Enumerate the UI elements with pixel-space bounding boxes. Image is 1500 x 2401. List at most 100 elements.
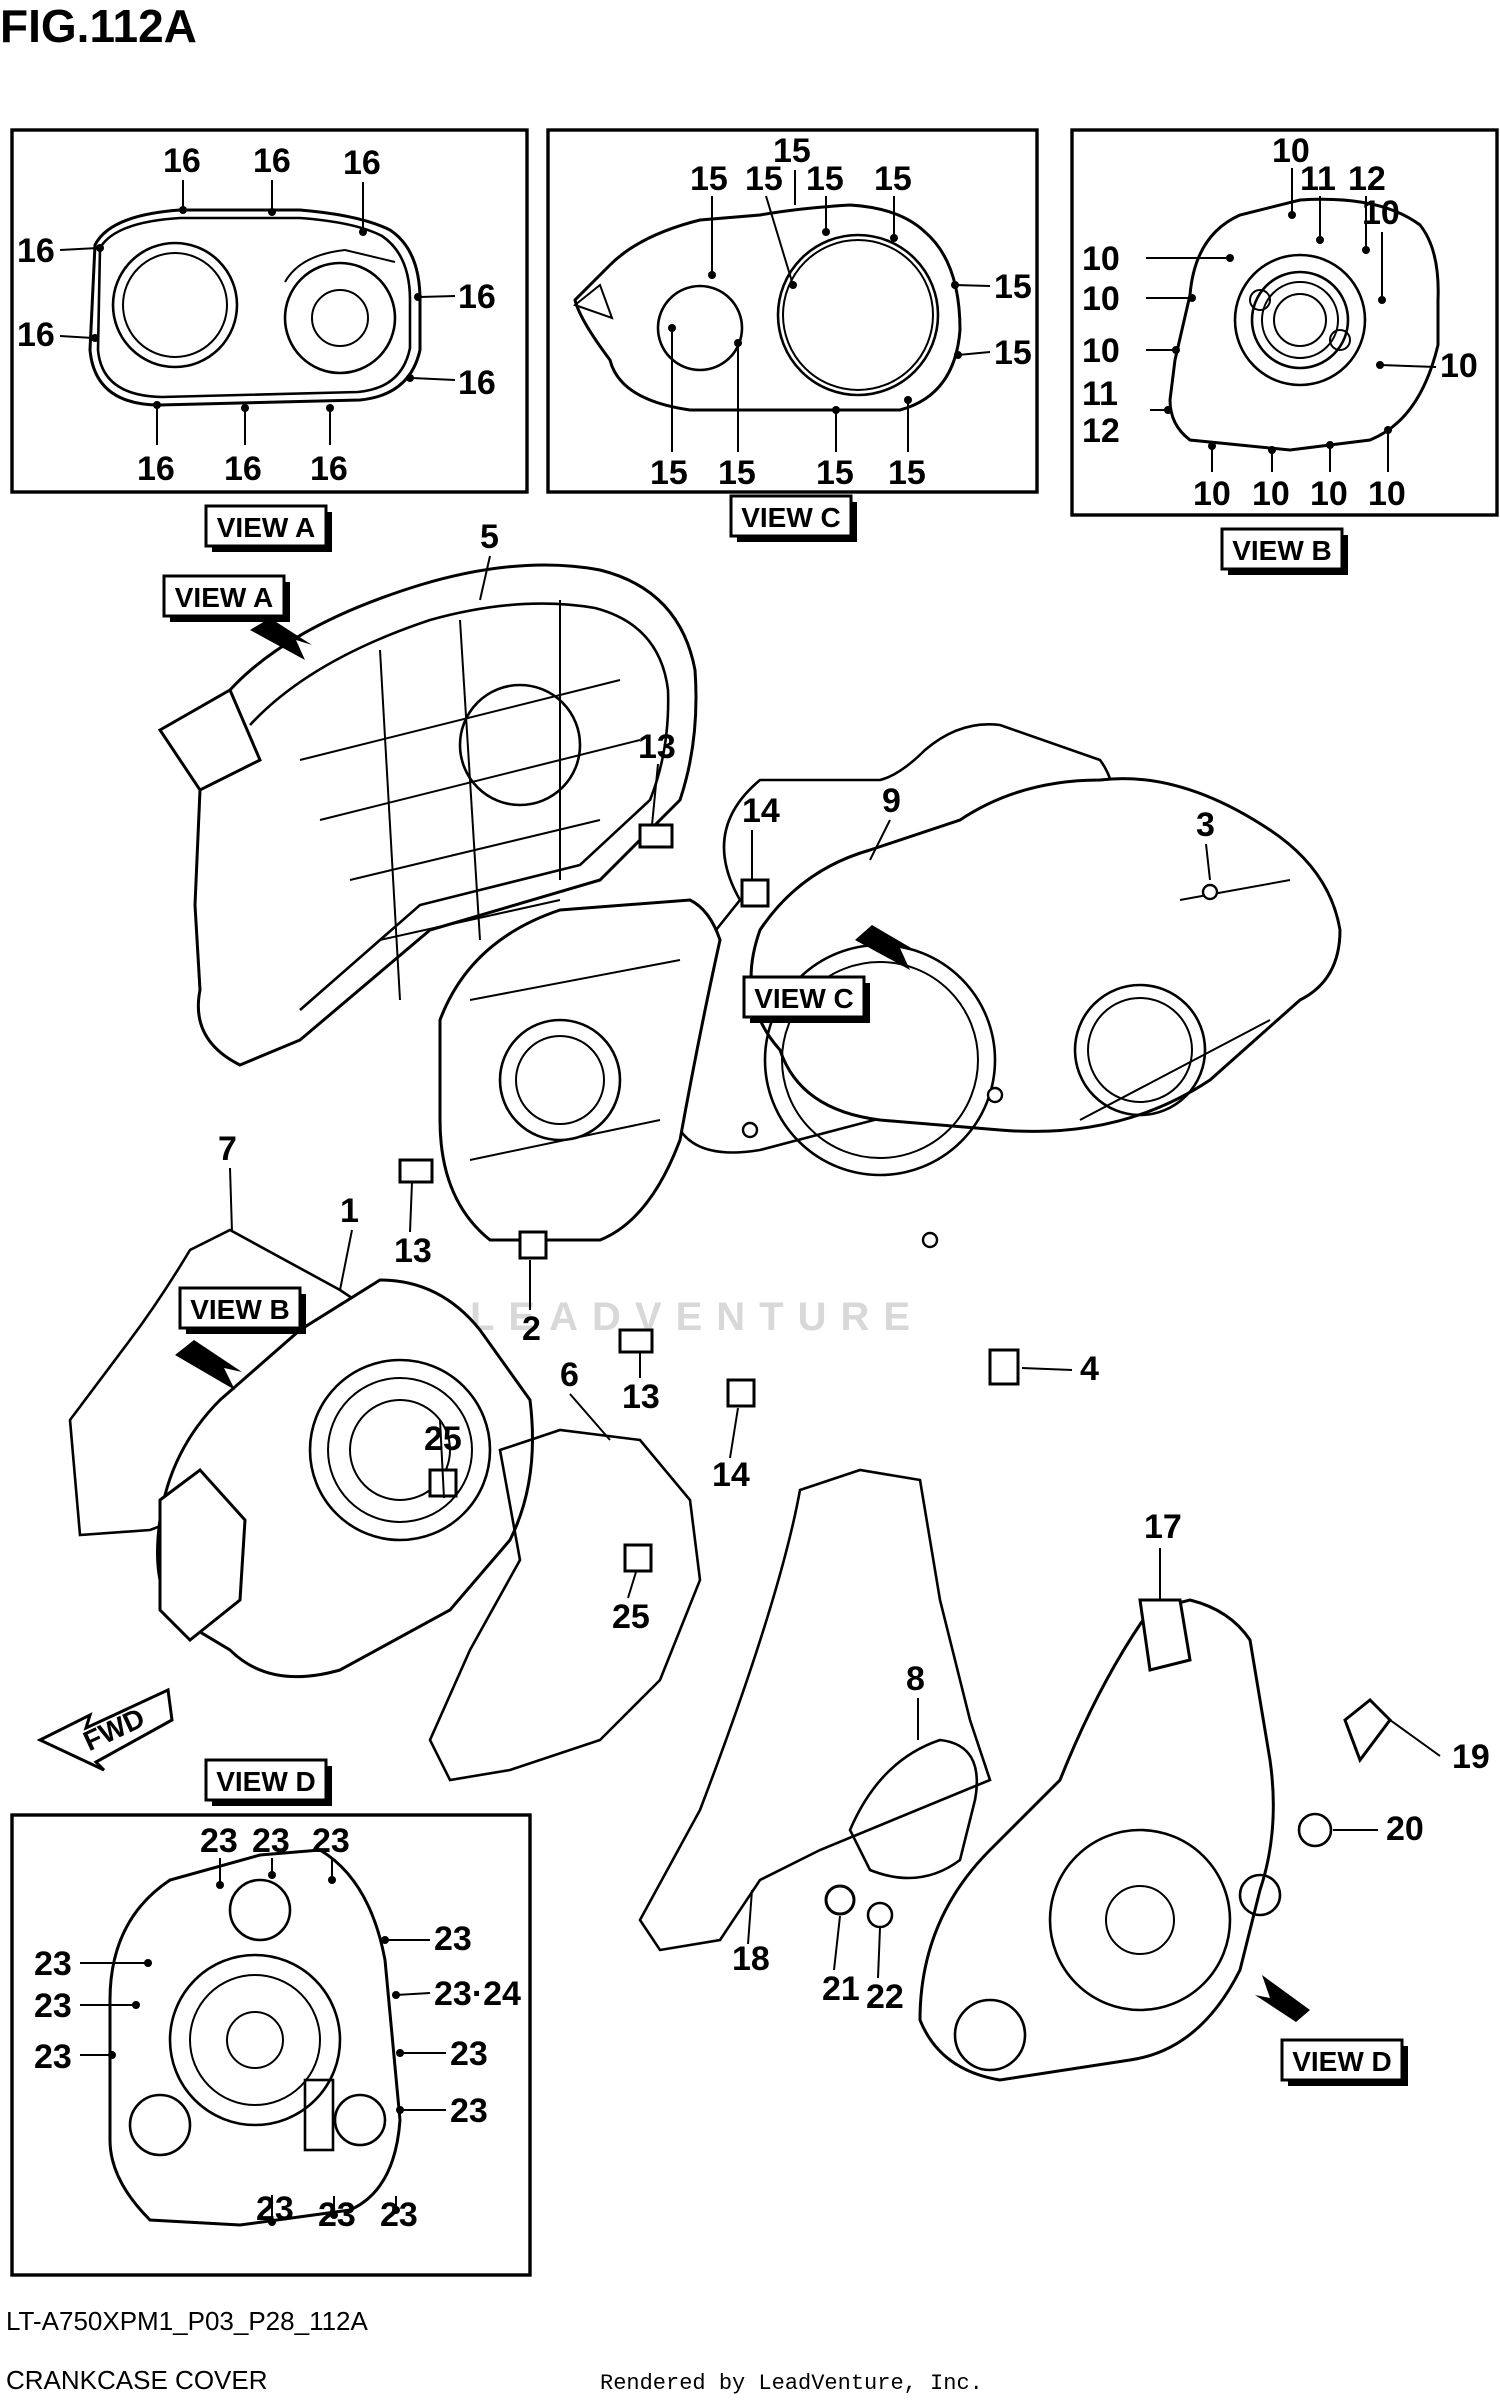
callout-23: 23 [34,1987,72,2025]
part-17-cover [918,1598,1282,2082]
view-c-callouts: 15 15 15 15 15 15 15 15 15 15 15 [650,132,1032,492]
callout-23: 23 [450,2092,488,2130]
o-ring-20 [1297,1812,1333,1848]
view-b-callouts: 10 11 12 10 10 10 10 11 12 10 10 10 10 1… [1082,132,1478,513]
part-8-gasket-ring [848,1738,979,1880]
part-1-magneto-cover [156,1278,534,1679]
callout-22: 22 [866,1978,904,2016]
svg-text:VIEW C: VIEW C [754,983,854,1014]
callout-9: 9 [882,782,901,820]
callout-11: 11 [1300,160,1336,198]
callout-5: 5 [480,518,499,556]
cap-19 [1343,1697,1392,1764]
view-b-arrow-tag: VIEW B [175,1286,306,1390]
view-a-panel [10,128,529,494]
callout-16: 16 [163,142,201,180]
svg-text:VIEW A: VIEW A [175,582,274,613]
callout-23: 23 [200,1822,238,1860]
view-a-holes [91,206,422,412]
callout-12: 12 [1082,412,1120,450]
fwd-arrow-icon: FWD [36,1687,174,1772]
bolt-13-middle [398,1158,434,1184]
callout-19: 19 [1452,1738,1490,1776]
callout-23: 23 [252,1822,290,1860]
callout-15: 15 [690,160,728,198]
svg-text:VIEW A: VIEW A [217,512,316,543]
callout-10: 10 [1082,240,1120,278]
callout-14: 14 [742,792,780,830]
callout-7: 7 [218,1130,237,1168]
callout-2: 2 [522,1310,541,1348]
inner-housing [438,898,722,1242]
callout-10: 10 [1310,475,1348,513]
part-5-outer-cover [157,563,698,1067]
view-b-cover-drawing [1168,197,1440,452]
o-ring-22 [866,1901,894,1929]
callout-10: 10 [1362,194,1400,232]
callout-10: 10 [1193,475,1231,513]
view-d-callouts: 23 23 23 23 23 23 23·24 23 23 23 23 23 2… [34,1822,521,2234]
callout-23: 23 [34,2038,72,2076]
view-a-tag-top: VIEW A [204,504,332,552]
section-name: CRANKCASE COVER [6,2365,268,2395]
callout-16: 16 [310,450,348,488]
figure-title: FIG.112A [0,0,197,52]
dowel-25-lower [623,1543,653,1573]
view-c-arrow-tag: VIEW C [742,925,918,1023]
callout-13: 13 [394,1232,432,1270]
callout-6: 6 [560,1356,579,1394]
callout-12: 12 [1348,160,1386,198]
view-c-panel [546,128,1039,494]
callout-15: 15 [650,454,688,492]
view-b-tag-top: VIEW B [1220,527,1348,575]
callout-16: 16 [253,142,291,180]
small-parts [398,823,1392,1929]
view-c-tag-top: VIEW C [729,494,857,542]
view-a-cover-drawing [88,208,422,407]
callout-10: 10 [1272,132,1310,170]
view-d-tag-top: VIEW D [204,1758,332,1806]
dowel-14-lower [726,1378,756,1408]
view-d-panel [10,1813,532,2277]
plug-21 [824,1884,856,1916]
svg-text:VIEW B: VIEW B [1232,535,1332,566]
plug-4 [988,1348,1020,1386]
callout-23: 23 [34,1945,72,1983]
callout-18: 18 [732,1940,770,1978]
callout-15: 15 [745,160,783,198]
callout-10: 10 [1082,280,1120,318]
callout-15: 15 [888,454,926,492]
callout-10: 10 [1368,475,1406,513]
callout-16: 16 [458,278,496,316]
rendered-by: Rendered by LeadVenture, Inc. [600,2371,983,2396]
bolt-13-lower [618,1328,654,1354]
callout-10: 10 [1252,475,1290,513]
view-d-cover-drawing [108,1848,402,2227]
part-18-gasket [638,1468,992,1952]
callout-8: 8 [906,1660,925,1698]
callout-20: 20 [1386,1810,1424,1848]
watermark: LEADVENTURE [470,1295,924,1339]
callout-10: 10 [1440,347,1478,385]
callout-16: 16 [343,144,381,182]
callout-23-24: 23·24 [434,1975,521,2013]
svg-text:VIEW D: VIEW D [1292,2046,1392,2077]
callout-15: 15 [806,160,844,198]
callout-1: 1 [340,1192,359,1230]
svg-text:VIEW B: VIEW B [190,1294,290,1325]
callout-3: 3 [1196,806,1215,844]
callout-13: 13 [638,728,676,766]
callout-11: 11 [1082,375,1118,413]
callout-15: 15 [773,132,811,170]
callout-16: 16 [137,450,175,488]
view-d-arrow-tag: VIEW D [1255,1975,1408,2086]
svg-text:VIEW D: VIEW D [216,1766,316,1797]
dowel-14-upper [740,878,770,908]
part-6-gasket [428,1428,702,1782]
view-b-panel [1070,128,1499,517]
callout-16: 16 [17,316,55,354]
callout-23: 23 [380,2196,418,2234]
svg-text:VIEW C: VIEW C [741,502,841,533]
callout-23: 23 [450,2035,488,2073]
callout-15: 15 [874,160,912,198]
